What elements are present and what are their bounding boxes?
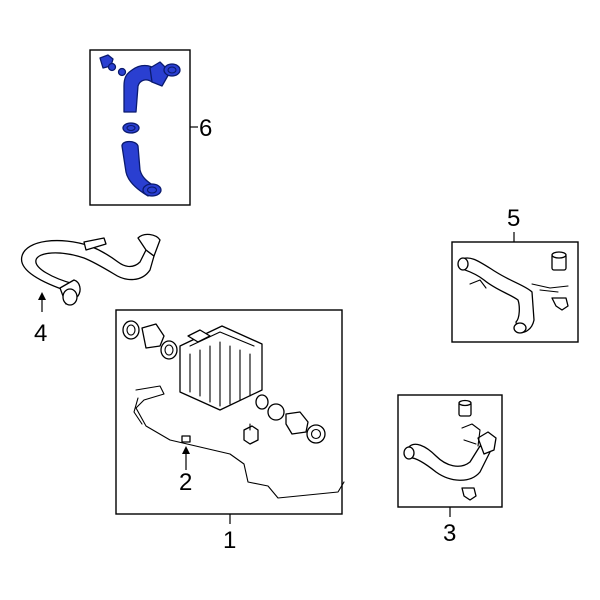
group-5[interactable]: 5 [451, 205, 579, 343]
leader-2-arrow [182, 446, 190, 454]
bracket-tab [181, 435, 191, 443]
bracket-rail [135, 385, 345, 499]
leader-4-arrow [38, 292, 46, 300]
callout-6[interactable]: 6 [199, 115, 212, 142]
group-1[interactable]: 2 1 [115, 309, 345, 554]
grommet-3-top [458, 399, 472, 407]
pipe-5-end-a [457, 257, 469, 271]
callout-3[interactable]: 3 [443, 520, 456, 547]
hose-4-bracket [83, 237, 107, 251]
coupler-1a [141, 323, 165, 349]
lower-hose-6 [121, 140, 155, 197]
middle-clamp-inner-6 [126, 124, 136, 132]
hose-4 [20, 239, 155, 293]
upper-clamp-6 [163, 63, 181, 77]
frame-1 [115, 309, 343, 515]
pipe-5-end-b [513, 322, 527, 334]
upper-clamp-inner-6 [167, 66, 177, 74]
sensor-1 [243, 425, 259, 445]
fitting-washer-6 [107, 62, 117, 72]
middle-clamp-6 [122, 122, 140, 134]
pipe-5 [459, 257, 535, 334]
clamp-1a [122, 320, 140, 340]
group-4[interactable]: 4 [20, 233, 161, 347]
callout-4[interactable]: 4 [34, 320, 47, 347]
pipe-5-flange [531, 283, 569, 293]
grommet-5-top [551, 251, 567, 259]
lower-clamp-6 [142, 183, 162, 197]
upper-hose-6 [123, 64, 157, 113]
intercooler-top-tank [187, 329, 211, 343]
clamp-1b [160, 340, 178, 360]
callout-2[interactable]: 2 [179, 469, 192, 496]
coupler-1b [285, 411, 309, 435]
clamp-1d-inner [310, 428, 322, 440]
group-6[interactable]: 6 [89, 49, 212, 206]
pipe-3-bracket [461, 423, 481, 447]
hose-4-end-opening [62, 288, 78, 306]
pipe-5-bracket [469, 279, 487, 289]
bracket-rail-foot [133, 397, 143, 425]
clamp-1a-inner [126, 324, 136, 336]
clamp-1d [306, 424, 326, 444]
clip-3 [461, 487, 477, 501]
hose-4-top-end [137, 233, 161, 257]
group-3[interactable]: 3 [397, 394, 503, 547]
fitting-clip-6 [117, 67, 127, 77]
pipe-3 [407, 443, 491, 481]
pipe-3-end [403, 446, 415, 460]
clamp-1b-inner [164, 344, 174, 356]
intercooler-fins [189, 331, 255, 407]
callout-5[interactable]: 5 [507, 205, 520, 232]
clip-5 [551, 297, 569, 311]
lower-clamp-inner-6 [146, 186, 158, 194]
callout-1[interactable]: 1 [223, 527, 236, 554]
intercooler-outlet [255, 394, 269, 410]
frame-5 [451, 241, 579, 343]
clamp-1c [267, 403, 285, 421]
pipe-3-outlet [477, 431, 497, 455]
